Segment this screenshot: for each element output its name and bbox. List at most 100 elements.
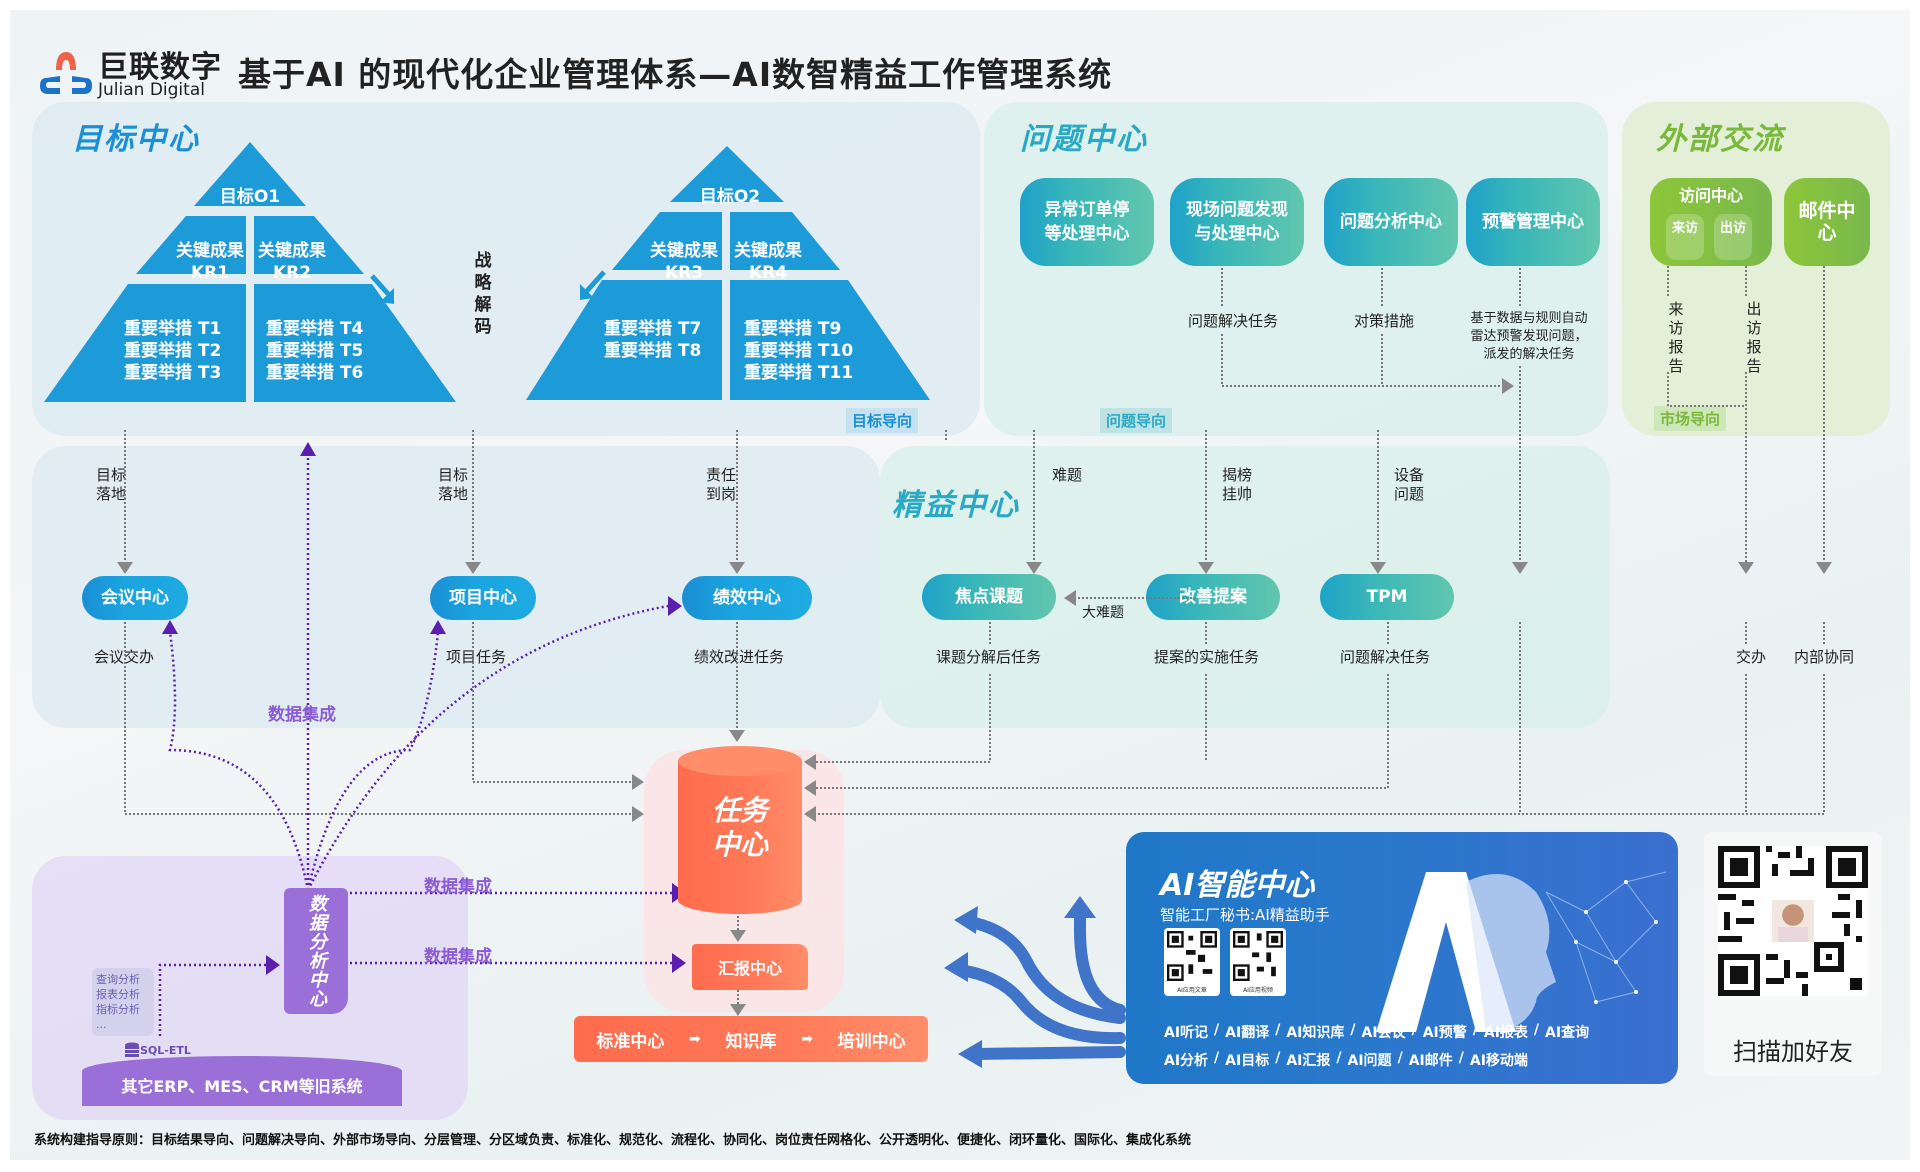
performance-center[interactable]: 绩效中心 bbox=[682, 576, 812, 620]
measures-t7-t8: 重要举措 T7 重要举措 T8 bbox=[604, 319, 702, 361]
logo-icon bbox=[40, 52, 92, 94]
meeting-center[interactable]: 会议中心 bbox=[82, 576, 188, 620]
countermeasure-label: 对策措施 bbox=[1354, 312, 1415, 330]
data-integration-label-report: 数据集成 bbox=[424, 947, 492, 967]
meeting-out-label: 会议交办 bbox=[94, 648, 155, 666]
ai-feature-item[interactable]: AI汇报 bbox=[1286, 1053, 1331, 1069]
incoming-visit-chip[interactable]: 来访 bbox=[1666, 214, 1704, 260]
external-title: 外部交流 bbox=[1656, 122, 1784, 157]
qr-caption-videos: AI应用视频 bbox=[1243, 987, 1273, 994]
standard-center[interactable]: 标准中心 bbox=[596, 1031, 665, 1052]
feature-separator: / bbox=[1533, 1022, 1540, 1038]
task-center-label-1: 任务 bbox=[711, 794, 768, 827]
standard-knowledge-training-chain: 标准中心 ➡ 知识库 ➡ 培训中心 bbox=[574, 1016, 928, 1062]
task-center[interactable]: 任务 中心 bbox=[678, 746, 802, 914]
goal-center-title: 目标中心 bbox=[72, 122, 200, 157]
logo-text-en: Julian Digital bbox=[98, 80, 205, 100]
data-integration-label-task: 数据集成 bbox=[424, 877, 492, 897]
measures-t4-t6: 重要举措 T4 重要举措 T5 重要举措 T6 bbox=[266, 319, 364, 383]
arrowhead-project-task bbox=[632, 774, 644, 790]
improvement-proposal-center[interactable]: 改善提案 bbox=[1146, 574, 1280, 620]
database-icon bbox=[125, 1042, 139, 1057]
arrowhead-chain bbox=[730, 1004, 746, 1016]
arrowhead-task-top bbox=[729, 730, 745, 742]
arrowhead-lean-task bbox=[804, 754, 816, 770]
external-panel bbox=[1622, 102, 1890, 436]
line-problem-task bbox=[1221, 268, 1502, 387]
tpm-center[interactable]: TPM bbox=[1320, 574, 1454, 620]
ai-center-title: AI智能中心 bbox=[1160, 868, 1315, 903]
ai-feature-item[interactable]: AI移动端 bbox=[1469, 1053, 1528, 1069]
page-title: 基于AI 的现代化企业管理体系—AI数智精益工作管理系统 bbox=[238, 55, 1113, 94]
curve-data-project bbox=[306, 631, 440, 891]
market-orientation-tag: 市场导向 bbox=[1654, 406, 1727, 431]
visit-center[interactable]: 访问中心 bbox=[1650, 178, 1772, 266]
line-incoming-report bbox=[1667, 266, 1746, 407]
line-focus-to-task bbox=[816, 622, 991, 763]
qr-ai-articles[interactable]: AI应用文章 bbox=[1164, 928, 1220, 996]
ai-feature-item[interactable]: AI会议 bbox=[1361, 1025, 1406, 1041]
improve-out-label: 提案的实施任务 bbox=[1154, 648, 1260, 666]
project-out-label: 项目任务 bbox=[446, 648, 507, 666]
feature-separator: / bbox=[1275, 1050, 1281, 1066]
arrowhead-project bbox=[465, 562, 481, 574]
training-center[interactable]: 培训中心 bbox=[837, 1031, 906, 1052]
ai-feature-item[interactable]: AI知识库 bbox=[1286, 1025, 1345, 1041]
focus-out-label: 课题分解后任务 bbox=[936, 648, 1042, 666]
incoming-report-label: 来访报告 bbox=[1668, 300, 1684, 375]
feature-separator: / bbox=[1458, 1050, 1464, 1066]
tpm-in-label: 设备问题 bbox=[1393, 466, 1424, 503]
arrowhead-data-performance bbox=[668, 596, 682, 616]
objective-o2: 目标O2 bbox=[699, 187, 761, 207]
line-alert-to-task bbox=[816, 622, 1521, 815]
problem-task-label: 问题解决任务 bbox=[1188, 312, 1279, 330]
ai-feature-item[interactable]: AI查询 bbox=[1545, 1025, 1590, 1041]
analysis-list: 查询分析 报表分析 指标分析 ... bbox=[92, 968, 154, 1036]
measures-t9-t11: 重要举措 T9 重要举措 T10 重要举措 T11 bbox=[744, 319, 854, 383]
ai-feature-item[interactable]: AI翻译 bbox=[1225, 1025, 1270, 1041]
contact-qr-code-icon[interactable] bbox=[1718, 846, 1868, 996]
alert-description: 基于数据与规则自动 雷达预警发现问题， 派发的解决任务 bbox=[1470, 311, 1588, 362]
outgoing-visit-chip[interactable]: 出访 bbox=[1714, 214, 1752, 260]
knowledge-base[interactable]: 知识库 bbox=[725, 1031, 777, 1052]
problem-analysis-center[interactable]: 问题分析中心 bbox=[1324, 178, 1458, 266]
feature-separator: / bbox=[1472, 1022, 1478, 1038]
diagram-canvas: 巨联数字 Julian Digital 基于AI 的现代化企业管理体系—AI数智… bbox=[10, 10, 1910, 1160]
focus-in-label: 难题 bbox=[1052, 466, 1083, 484]
arrowhead-internal bbox=[1816, 562, 1832, 574]
feature-separator: / bbox=[1397, 1050, 1403, 1066]
ai-features-row2: AI分析/AI目标/AI汇报/AI问题/AI邮件/AI移动端 bbox=[1164, 1050, 1528, 1070]
ai-feature-item[interactable]: AI问题 bbox=[1347, 1053, 1392, 1069]
arrowhead-improve bbox=[1198, 562, 1214, 574]
report-center[interactable]: 汇报中心 bbox=[692, 944, 808, 990]
onsite-problem-center[interactable]: 现场问题发现与处理中心 bbox=[1170, 178, 1304, 266]
data-integration-label-top: 数据集成 bbox=[268, 705, 336, 725]
arrow-right-icon: ➡ bbox=[689, 1031, 701, 1047]
mail-center[interactable]: 邮件中心 bbox=[1784, 178, 1870, 266]
ai-feature-item[interactable]: AI报表 bbox=[1483, 1025, 1528, 1041]
data-analysis-center[interactable]: 数据分析中心 bbox=[284, 888, 348, 1014]
problem-orientation-tag: 问题导向 bbox=[1100, 408, 1173, 433]
arrow-down-right-icon bbox=[370, 274, 394, 304]
arrowhead-data-goal bbox=[300, 442, 316, 456]
focus-topic-center[interactable]: 焦点课题 bbox=[922, 574, 1056, 620]
ai-feature-item[interactable]: AI分析 bbox=[1164, 1053, 1209, 1069]
project-center[interactable]: 项目中心 bbox=[430, 576, 536, 620]
qr-ai-videos[interactable]: AI应用视频 bbox=[1230, 928, 1286, 996]
arrowhead-data-report bbox=[672, 953, 686, 973]
guiding-principles: 系统构建指导原则：目标结果导向、问题解决导向、外部市场导向、分层管理、分区域负责… bbox=[34, 1133, 1192, 1148]
ai-head-graphic bbox=[1376, 871, 1667, 1032]
sql-etl-label: SQL-ETL bbox=[140, 1044, 191, 1057]
curve-data-meeting bbox=[168, 631, 310, 891]
ai-feature-item[interactable]: AI邮件 bbox=[1408, 1053, 1453, 1069]
ai-feature-item[interactable]: AI预警 bbox=[1422, 1025, 1467, 1041]
legacy-systems[interactable]: 其它ERP、MES、CRM等旧系统 bbox=[82, 1056, 402, 1106]
ai-feature-item[interactable]: AI目标 bbox=[1225, 1053, 1270, 1069]
ai-feature-item[interactable]: AI听记 bbox=[1164, 1025, 1209, 1041]
feature-separator: / bbox=[1214, 1050, 1220, 1066]
curve-data-performance bbox=[306, 604, 669, 891]
alert-management-center[interactable]: 预警管理中心 bbox=[1466, 178, 1600, 266]
qr-caption-articles: AI应用文章 bbox=[1177, 987, 1207, 994]
feature-separator: / bbox=[1411, 1022, 1417, 1038]
abnormal-order-center[interactable]: 异常订单停等处理中心 bbox=[1020, 178, 1154, 266]
